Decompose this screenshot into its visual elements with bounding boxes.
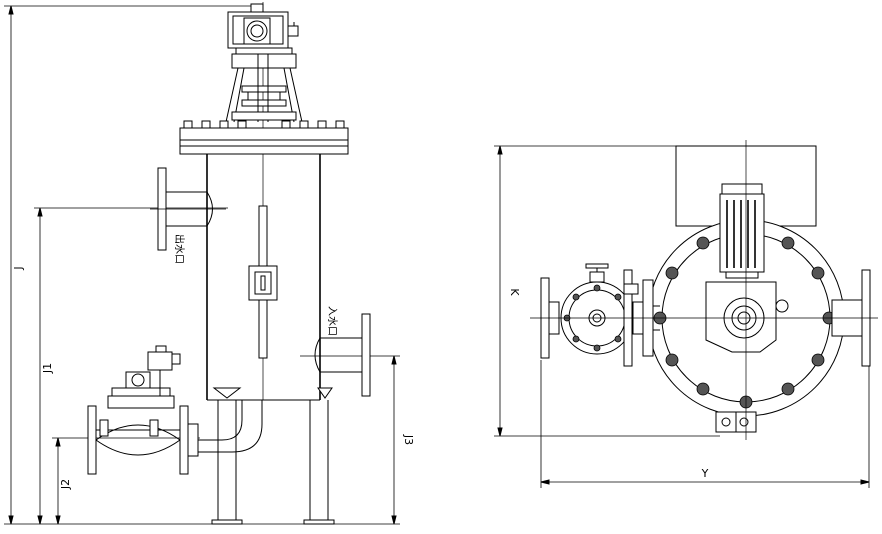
top-view: K Y xyxy=(494,140,878,488)
drain-elbow xyxy=(196,400,263,453)
inlet-nozzle: 入水口 xyxy=(314,306,371,397)
drain-valve xyxy=(87,345,199,475)
dimension-j: J xyxy=(4,5,400,525)
bottom-small-valve xyxy=(715,411,757,433)
dimension-j-label: J xyxy=(12,266,25,270)
outlet-nozzle: 出水口 xyxy=(157,167,213,264)
dimension-k-label: K xyxy=(508,288,521,296)
dimension-y-label: Y xyxy=(701,467,709,480)
outlet-label: 出水口 xyxy=(173,234,186,264)
dimension-j2-label: J2 xyxy=(59,479,72,490)
dimension-j1-label: J1 xyxy=(41,363,54,374)
dimension-j1: J1 xyxy=(34,207,228,525)
dimension-j2: J2 xyxy=(52,437,200,525)
dimension-j3: J3 xyxy=(300,355,415,525)
front-view: J J1 J2 J3 xyxy=(4,2,415,525)
support-legs xyxy=(211,387,335,525)
dimension-y: Y xyxy=(540,360,870,488)
motor-actuator xyxy=(225,3,303,123)
dimension-j3-label: J3 xyxy=(402,434,415,445)
top-flange xyxy=(179,120,349,155)
vessel-body xyxy=(206,154,321,401)
dimension-k: K xyxy=(494,145,720,437)
left-valve-assembly xyxy=(540,263,660,367)
inlet-label: 入水口 xyxy=(326,306,338,336)
motor-top xyxy=(705,183,789,353)
